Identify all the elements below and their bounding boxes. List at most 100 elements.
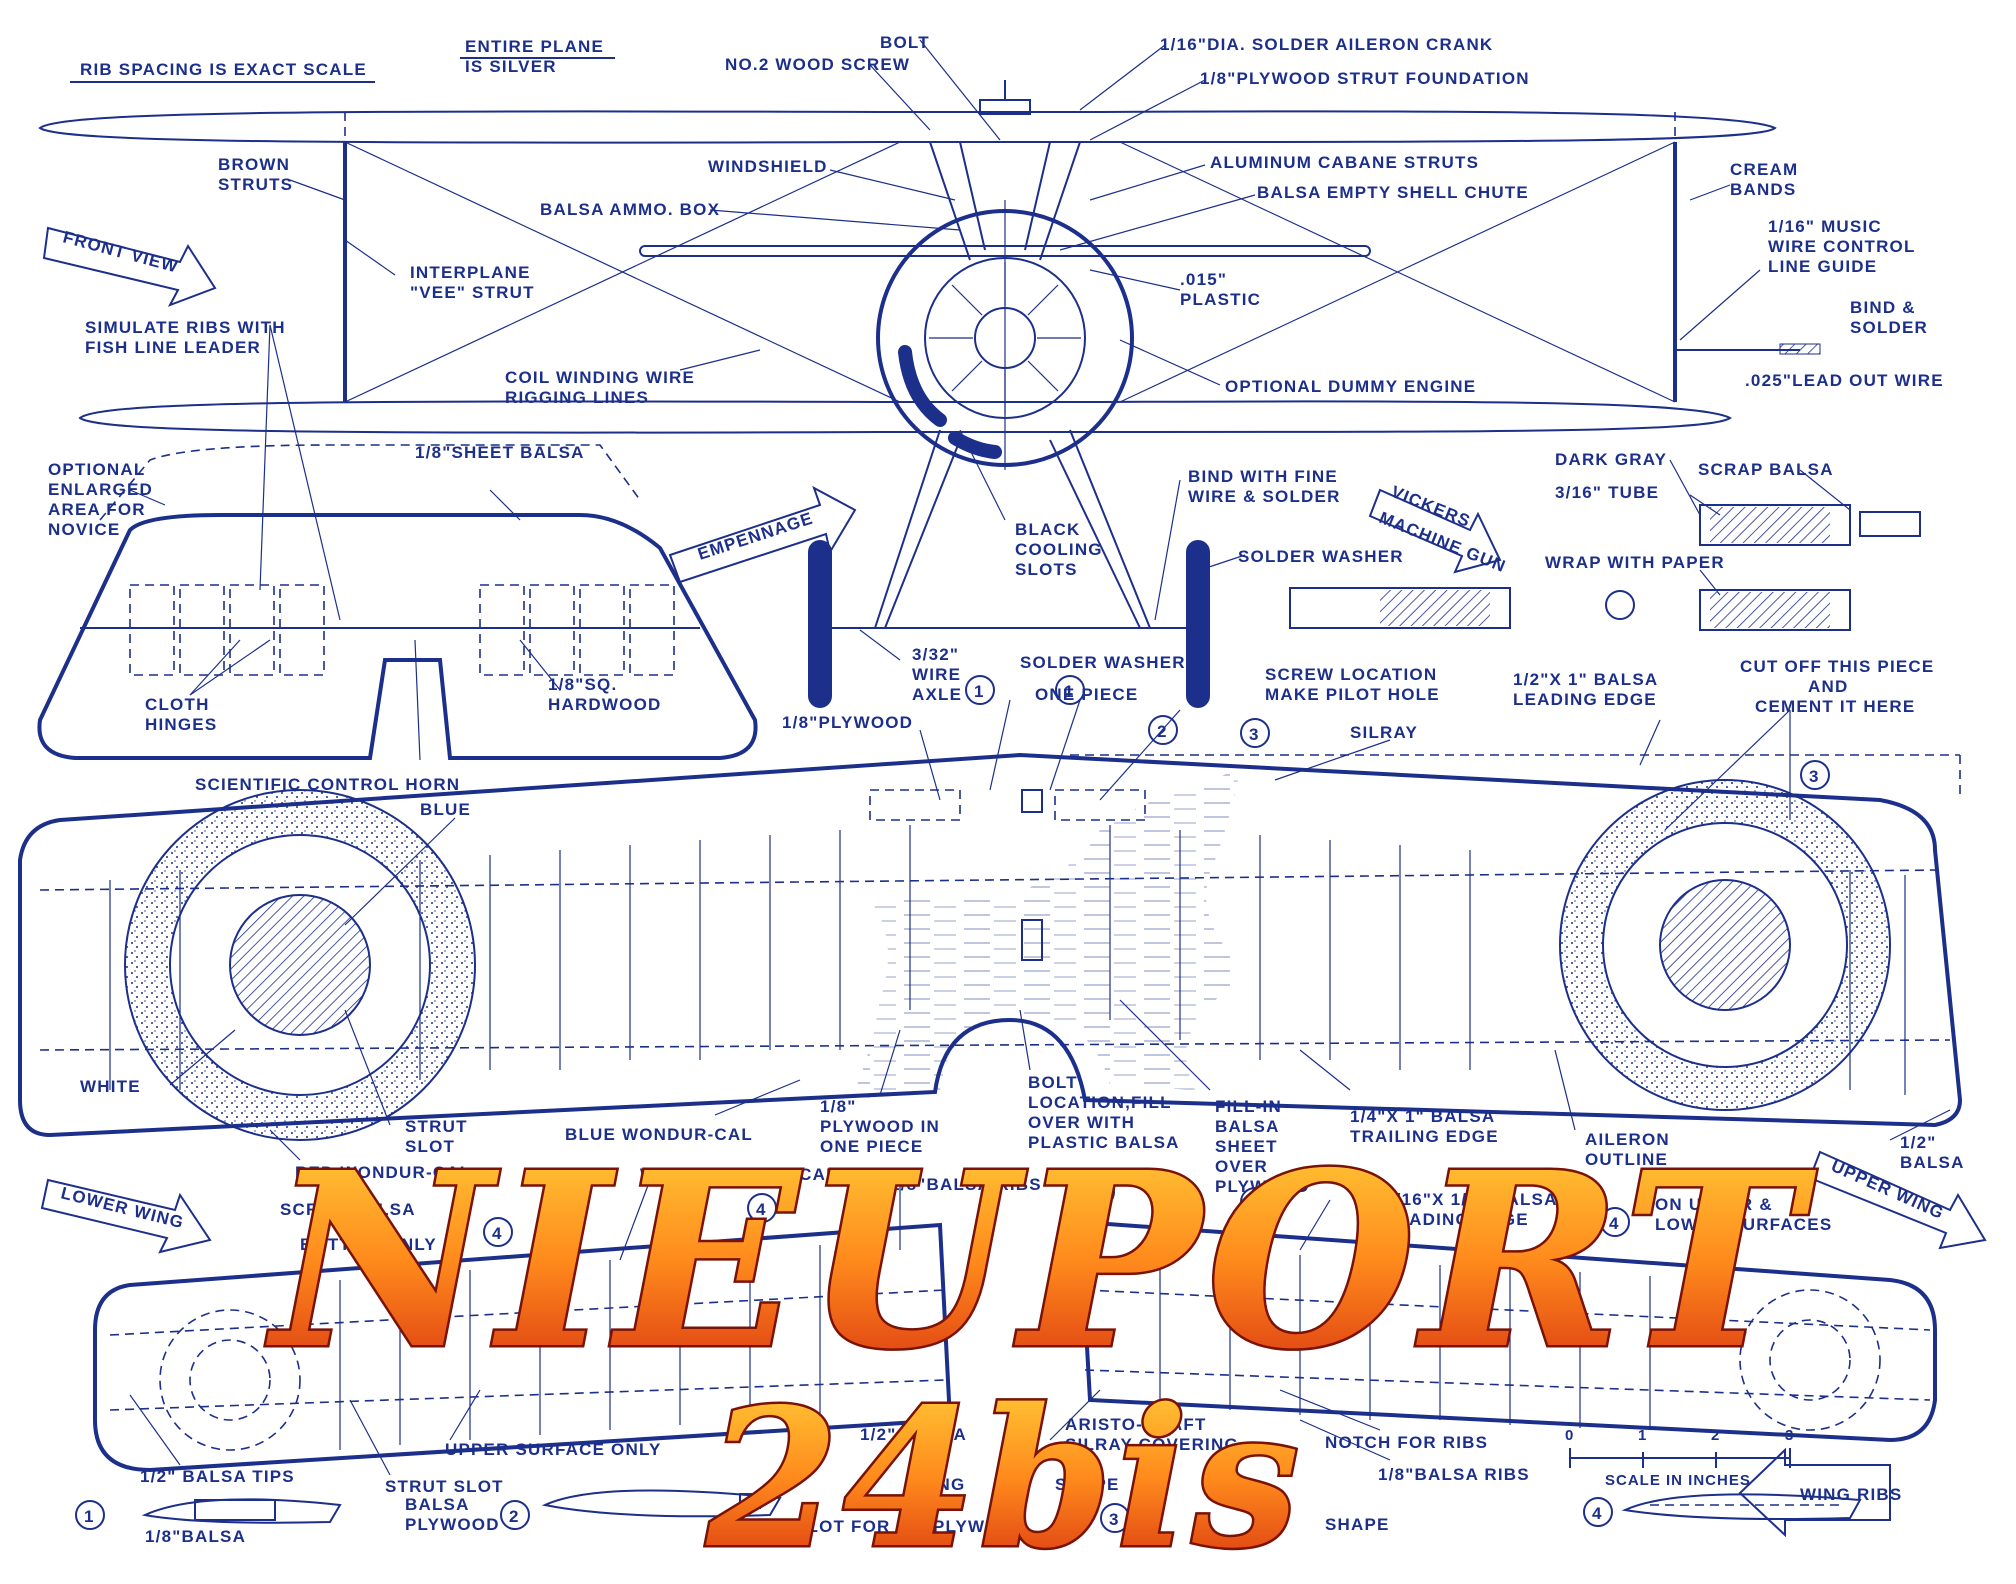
label-cut-3: CEMENT IT HERE (1755, 697, 1915, 716)
marker-3: 3 (1249, 725, 1260, 744)
label-bolt-4: PLASTIC BALSA (1028, 1133, 1180, 1152)
label-shell-chute: BALSA EMPTY SHELL CHUTE (1257, 183, 1529, 202)
landing-gear-strut (884, 439, 961, 629)
lower-wing-front (78, 400, 1732, 434)
label-aristo-1: ARISTO-CRAFT (1065, 1415, 1207, 1434)
wing-ribs-label: WING RIBS (1800, 1485, 1902, 1504)
label-plastic-1: .015" (1180, 270, 1227, 289)
label-optional-4: NOVICE (48, 520, 120, 539)
label-rib-ling: LING (920, 1475, 965, 1494)
label-half-balsa: 1/2" BALSA (860, 1425, 967, 1444)
tailplane-outline (37, 513, 758, 760)
label-ply-3: ONE PIECE (820, 1137, 923, 1156)
label-brown: BROWN (218, 155, 290, 174)
covering-tear (850, 770, 1240, 1100)
lower-wing-leaders (129, 1175, 1721, 1476)
scale-tick-1: 1 (1638, 1427, 1647, 1444)
cooling-slot (898, 345, 947, 427)
label-cabane: ALUMINUM CABANE STRUTS (1210, 153, 1479, 172)
label-optional-3: AREA FOR (48, 500, 146, 519)
label-solder-crank: 1/16"DIA. SOLDER AILERON CRANK (1160, 35, 1493, 54)
wheel-left (808, 540, 832, 708)
label-one-piece: ONE PIECE (1035, 685, 1138, 704)
label-aileron-1: AILERON (1585, 1130, 1670, 1149)
label-scrap-balsa: SCRAP BALSA (1698, 460, 1834, 479)
gun-side-view (1289, 587, 1511, 629)
label-silray: SILRAY (1350, 723, 1418, 742)
front-view-leaders (289, 39, 1761, 661)
label-cut-2: AND (1808, 677, 1848, 696)
label-black-2: COOLING (1015, 540, 1103, 559)
label-fill-5: PLYWOOD (1215, 1177, 1310, 1196)
marker-circle (1600, 1207, 1630, 1237)
gun-top-view (1699, 504, 1851, 546)
marker-rib-3: 3 (1109, 1510, 1120, 1529)
marker-rib-4: 4 (1592, 1504, 1603, 1523)
label-on-upper-2: LOWER SURFACES (1655, 1215, 1832, 1234)
upper-wing-front (38, 110, 1777, 144)
label-le516-2: LEADING EDGE (1385, 1210, 1529, 1229)
label-control-horn: SCIENTIFIC CONTROL HORN (195, 775, 460, 794)
label-axle-1: 3/32" (912, 645, 959, 664)
marker-circle (500, 1500, 530, 1530)
lower-trailing-spar-right (1084, 1369, 1931, 1401)
label-rib-shape-2: SHAPE (1325, 1515, 1390, 1534)
label-wrap: WRAP WITH PAPER (1545, 553, 1725, 572)
label-lead-out: .025"LEAD OUT WIRE (1745, 371, 1944, 390)
label-tube: 3/16" TUBE (1555, 483, 1659, 502)
label-upper-only: UPPER SURFACE ONLY (445, 1440, 662, 1459)
label-coil-2: RIGGING LINES (505, 388, 649, 407)
label-bind-fine-1: BIND WITH FINE (1188, 467, 1338, 486)
marker-circle (1240, 1187, 1270, 1217)
label-struts: STRUTS (218, 175, 293, 194)
label-le516-1: 5/16"X 1/2" BALSA (1385, 1190, 1558, 1209)
label-music-1: 1/16" MUSIC (1768, 217, 1882, 236)
label-bolt-3: OVER WITH (1028, 1113, 1135, 1132)
upper-wing-ribs (109, 825, 1906, 1095)
scale-tick-0: 0 (1565, 1427, 1574, 1444)
lower-leading-spar (109, 1289, 946, 1336)
marker-3b: 3 (1809, 767, 1820, 786)
rib-section-1 (141, 1498, 342, 1524)
marker-circle (1100, 1503, 1130, 1533)
marker-1b: 1 (1064, 682, 1075, 701)
title-main: NIEUPORT (265, 1120, 1817, 1402)
label-simulate-2: FISH LINE LEADER (85, 338, 261, 357)
scale-tick-2: 2 (1711, 1427, 1720, 1444)
label-plywood-strut: 1/8"PLYWOOD STRUT FOUNDATION (1200, 69, 1530, 88)
center-strut (1021, 919, 1043, 961)
roundel-blue-right (1659, 879, 1791, 1011)
arrow-wing-ribs: WING RIBS (1738, 1447, 1902, 1538)
label-ply-2: PLYWOOD IN (820, 1117, 940, 1136)
label-rib-shape-1: SHAPE (1055, 1475, 1120, 1494)
label-te-2: TRAILING EDGE (1350, 1127, 1499, 1146)
label-solder-washer-2: SOLDER WASHER (1020, 653, 1186, 672)
landing-gear-strut (1049, 439, 1141, 629)
label-plywood-18: 1/8"PLYWOOD (782, 713, 913, 732)
marker-4d: 4 (1249, 1194, 1260, 1213)
marker-circle (1055, 675, 1085, 705)
scale-bar (1569, 1448, 1791, 1468)
section-markers: 1 1 2 3 3 4 4 4 4 4 1 2 3 4 (75, 675, 1830, 1533)
title-block: NIEUPORT 24bis (263, 1118, 1817, 1584)
label-scrap: SCRAP BALSA (280, 1200, 416, 1219)
label-half-1: 1/2" (1900, 1133, 1937, 1152)
marker-circle (965, 675, 995, 705)
entire-plane-note-2: IS SILVER (465, 57, 557, 76)
marker-4c: 4 (1094, 1184, 1105, 1203)
label-cream: CREAM (1730, 160, 1798, 179)
label-music-3: LINE GUIDE (1768, 257, 1877, 276)
rib-sections (141, 1489, 1862, 1524)
gun-top-view-2 (1699, 589, 1851, 631)
plywood-foundation-left (869, 789, 961, 821)
label-coil-1: COIL WINDING WIRE (505, 368, 695, 387)
arrow-front-view: FRONT VIEW (42, 226, 217, 307)
lead-out-bind (1779, 343, 1821, 355)
label-aristo-2: SILRAY COVERING (1065, 1435, 1239, 1454)
lower-roundel-right-inner (1769, 1319, 1851, 1401)
optional-enlarged-outline (99, 444, 641, 521)
rigging-wire (344, 141, 901, 403)
scale-label: SCALE IN INCHES (1605, 1472, 1751, 1489)
front-view-label: FRONT VIEW (61, 228, 181, 277)
